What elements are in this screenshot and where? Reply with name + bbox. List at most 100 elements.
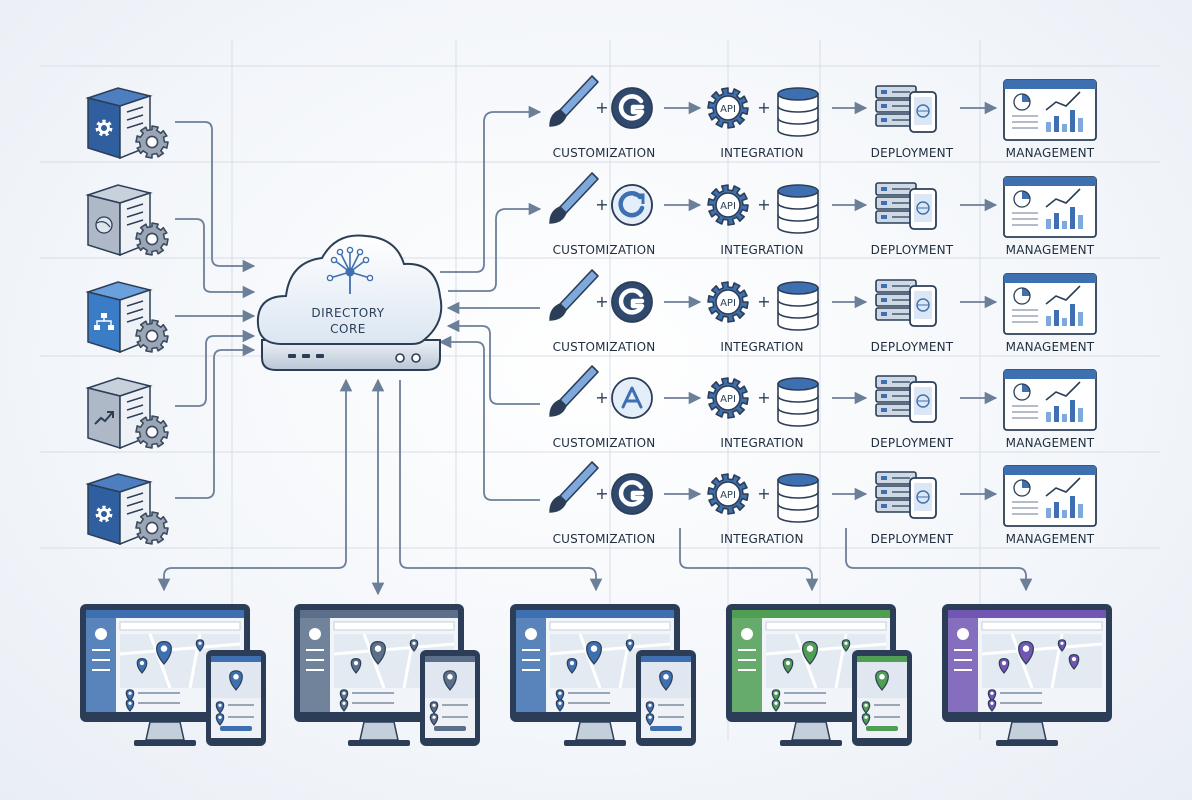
core-to-device-arrow <box>399 380 603 592</box>
map-pin-icon <box>1068 653 1080 670</box>
document-line <box>126 500 144 507</box>
search-bar <box>119 621 241 631</box>
database-icon <box>777 281 819 331</box>
step-label-integration: INTEGRATION <box>720 532 804 546</box>
trend-line <box>1045 477 1081 497</box>
db-top <box>777 377 819 391</box>
brush-tip <box>549 109 567 127</box>
bar <box>1054 406 1059 422</box>
dashboard-chart-icon <box>1003 79 1097 141</box>
rack-light <box>881 380 887 384</box>
bar <box>1054 310 1059 326</box>
source-modules <box>85 87 169 546</box>
network-node <box>356 248 364 256</box>
brush-tip <box>549 495 567 513</box>
gear-face <box>715 385 741 411</box>
paintbrush-icon <box>549 461 599 513</box>
db-top <box>777 184 819 198</box>
server-base <box>261 339 441 371</box>
node <box>108 325 114 330</box>
rack-light <box>881 408 887 412</box>
gear-face <box>715 481 741 507</box>
a-glyph <box>621 386 643 409</box>
avatar-icon <box>95 628 107 640</box>
pin-dot <box>558 691 562 695</box>
step-label-customization: CUSTOMIZATION <box>552 146 656 160</box>
bar <box>1054 502 1059 518</box>
pipeline-to-core-arrow <box>438 335 540 501</box>
network-node <box>366 274 374 282</box>
trend-line <box>1045 381 1081 401</box>
map-pin-icon <box>1057 639 1067 652</box>
bar <box>1070 207 1075 229</box>
trend-arrowhead <box>107 411 114 418</box>
pipeline-row-3: +API+ <box>549 269 1097 335</box>
step-label-customization: CUSTOMIZATION <box>552 243 656 257</box>
database-icon <box>777 184 819 234</box>
tablet-button <box>650 726 682 731</box>
pin-dot <box>774 701 778 705</box>
pin-dot <box>160 645 168 652</box>
cube-front <box>87 291 121 354</box>
pipeline-rows: +API++API++API++API++API+ <box>549 75 1097 527</box>
map-pin-icon <box>136 657 148 674</box>
document-line <box>126 316 144 323</box>
bar <box>1046 122 1051 132</box>
monitor-foot <box>134 740 196 746</box>
rack-light <box>881 118 887 122</box>
gear-icon <box>135 319 169 353</box>
source-module-1 <box>85 87 169 160</box>
document-line <box>126 122 144 129</box>
brush-handle <box>559 172 599 214</box>
plus-sign: + <box>595 484 608 503</box>
pin-dot <box>432 703 436 707</box>
map-pin-icon <box>555 699 565 712</box>
bar <box>1046 412 1051 422</box>
source-to-core-arrow <box>175 343 256 499</box>
monitor-foot <box>348 740 410 746</box>
step-label-integration: INTEGRATION <box>720 146 804 160</box>
plus-sign: + <box>757 195 770 214</box>
map-pin-icon <box>771 689 781 702</box>
browser-bar <box>732 610 890 618</box>
api-gear-icon: API <box>707 377 749 419</box>
network-node <box>336 248 344 256</box>
browser-bar <box>948 610 1106 618</box>
browser-bar <box>300 610 458 618</box>
bar <box>1070 496 1075 518</box>
pin-dot <box>990 701 994 705</box>
network-node <box>326 274 334 282</box>
refresh-g-icon <box>611 184 653 226</box>
source-module-2 <box>85 184 169 257</box>
plus-sign: + <box>757 388 770 407</box>
document-line <box>126 114 144 121</box>
dashboard-chart-icon <box>1003 176 1097 238</box>
rack-light <box>881 476 887 480</box>
step-label-deployment: DEPLOYMENT <box>870 436 954 450</box>
step-label-customization: CUSTOMIZATION <box>552 532 656 546</box>
server-rack-icon <box>875 85 917 127</box>
rack-light <box>881 504 887 508</box>
mobile-device-icon <box>909 381 937 423</box>
bar <box>1046 508 1051 518</box>
map-pin-icon <box>215 713 225 726</box>
window-bar <box>1004 466 1096 475</box>
gear-hub <box>145 521 159 535</box>
device-mockups <box>80 604 1112 746</box>
server-light <box>302 354 310 358</box>
pin-dot <box>1022 645 1030 652</box>
device-group-1 <box>80 604 266 746</box>
monitor-neck <box>575 721 615 741</box>
bar <box>1078 215 1083 229</box>
pin-dot <box>128 691 132 695</box>
pie-outline <box>1013 93 1031 111</box>
gear-icon <box>95 505 113 523</box>
globe-circle <box>95 216 113 234</box>
rack-light <box>881 201 887 205</box>
api-text: API <box>720 201 736 212</box>
pie-outline <box>1013 383 1031 401</box>
step-label-customization: CUSTOMIZATION <box>552 436 656 450</box>
pin-dot <box>412 641 416 645</box>
brush-tip <box>549 399 567 417</box>
map-pin-icon <box>841 639 851 652</box>
